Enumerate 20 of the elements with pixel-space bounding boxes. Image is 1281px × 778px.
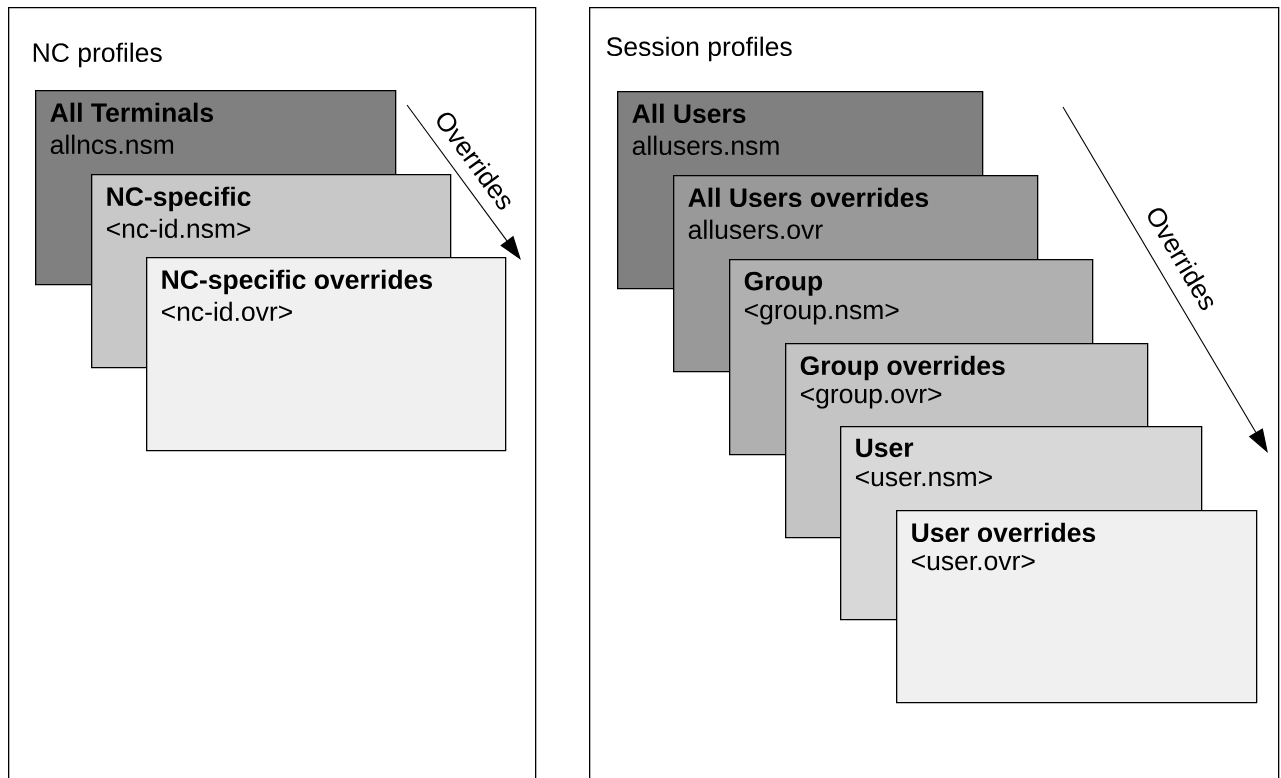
card-title: NC-specific overrides	[162, 269, 432, 295]
file-name: allncs.nsm	[50, 134, 174, 155]
file-name: <user.ovr>	[911, 554, 1035, 571]
card-title: All Users	[632, 103, 746, 124]
file-name: <user.nsm>	[855, 470, 992, 487]
card-title: All Terminals	[50, 102, 214, 123]
card-title: NC-specific	[107, 186, 251, 212]
file-name: <group.ovr>	[800, 387, 942, 409]
file-name: <nc-id.ovr>	[161, 301, 292, 322]
panel-heading: NC profiles	[33, 42, 162, 68]
panel-heading: Session profiles	[606, 36, 792, 62]
card-title: User overrides	[912, 522, 1096, 543]
card-title: User	[856, 438, 914, 458]
file-name: allusers.nsm	[632, 135, 779, 156]
card-title: Group	[744, 271, 823, 296]
file-name: <nc-id.nsm>	[106, 218, 251, 239]
card-title: Group overrides	[800, 355, 1005, 381]
file-name: allusers.ovr	[688, 219, 823, 240]
card-title: All Users overrides	[688, 187, 929, 208]
file-name: <group.nsm>	[744, 303, 899, 325]
